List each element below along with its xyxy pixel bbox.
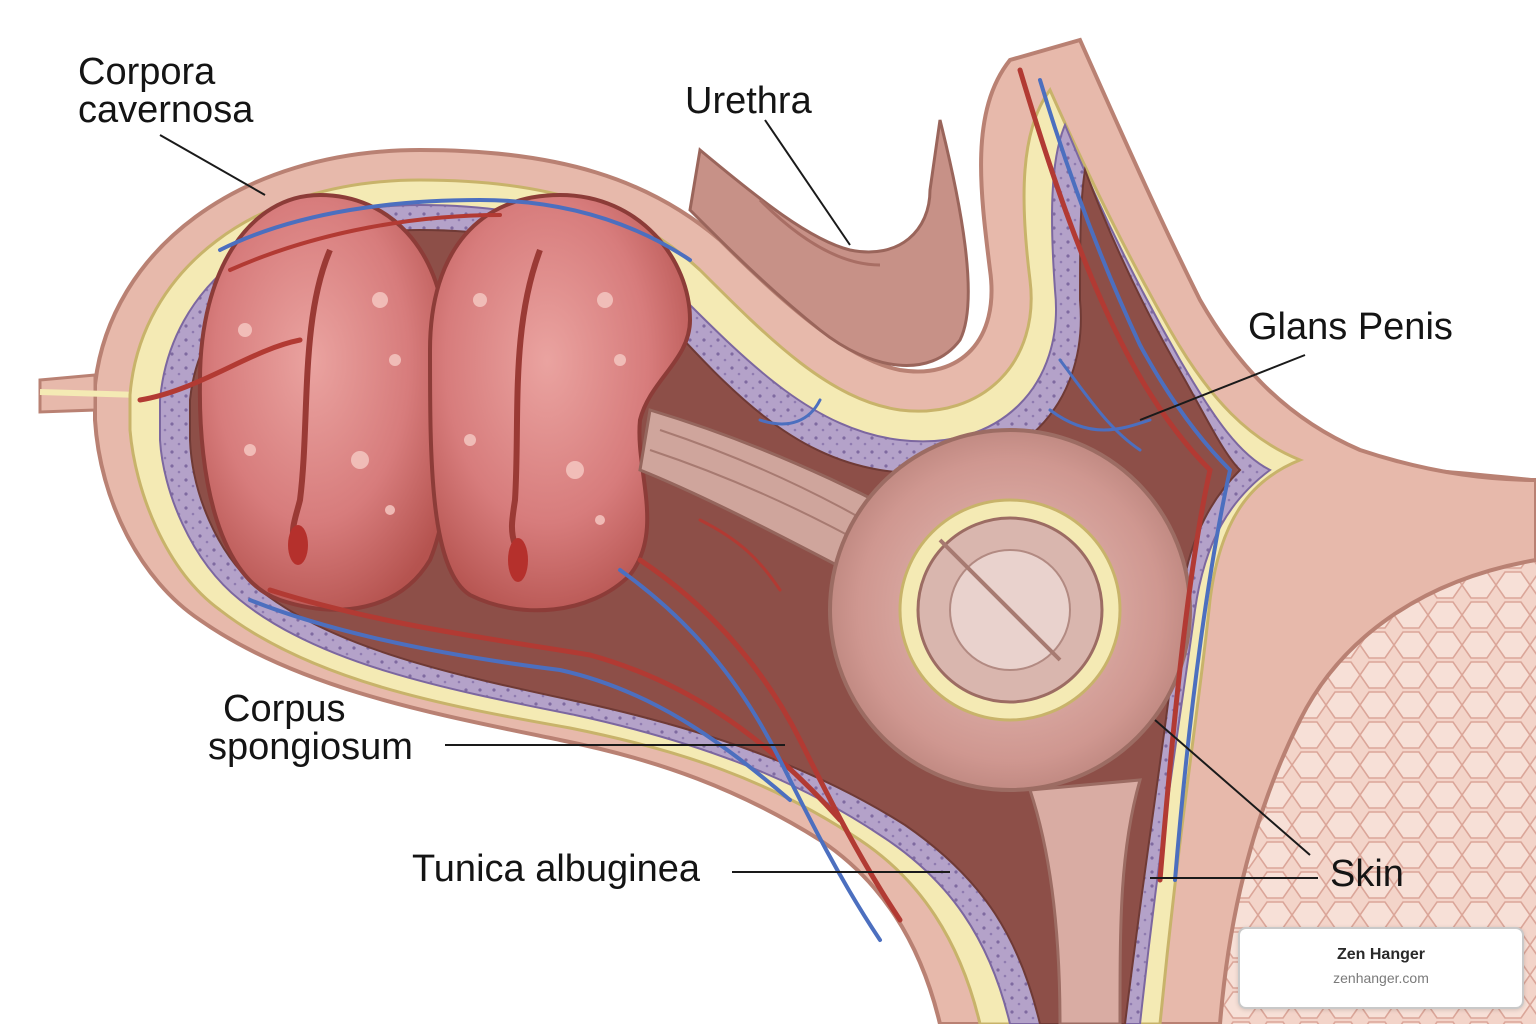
label-glans-penis: Glans Penis (1248, 306, 1453, 348)
leader-urethra (764, 119, 851, 246)
corpora-cavernosa-tissue (197, 192, 693, 613)
leader-skin-upper (1154, 719, 1311, 856)
label-corpus-spongiosum: Corpus spongiosum (208, 690, 413, 766)
watermark-badge: Zen Hanger zenhanger.com (1238, 927, 1524, 1009)
leader-corpora-cavernosa (159, 134, 266, 196)
leader-glans-penis (1139, 354, 1306, 421)
urethral-funnel (1027, 778, 1143, 1024)
watermark-url: zenhanger.com (1333, 970, 1429, 986)
watermark-brand: Zen Hanger (1336, 946, 1425, 963)
label-corpus-spongiosum-line1: Corpus (223, 688, 346, 730)
leader-lines (159, 119, 1318, 879)
label-skin: Skin (1330, 853, 1404, 895)
urethra-canal (688, 119, 970, 367)
label-corpora-cavernosa-line2: cavernosa (78, 89, 254, 131)
label-tunica-albuginea: Tunica albuginea (412, 848, 701, 890)
label-corpus-spongiosum-line2: spongiosum (208, 726, 413, 768)
label-urethra: Urethra (685, 80, 812, 122)
glans-penis-tissue (828, 428, 1192, 792)
label-corpora-cavernosa: Corpora cavernosa (78, 53, 253, 129)
label-corpora-cavernosa-line1: Corpora (78, 51, 216, 93)
